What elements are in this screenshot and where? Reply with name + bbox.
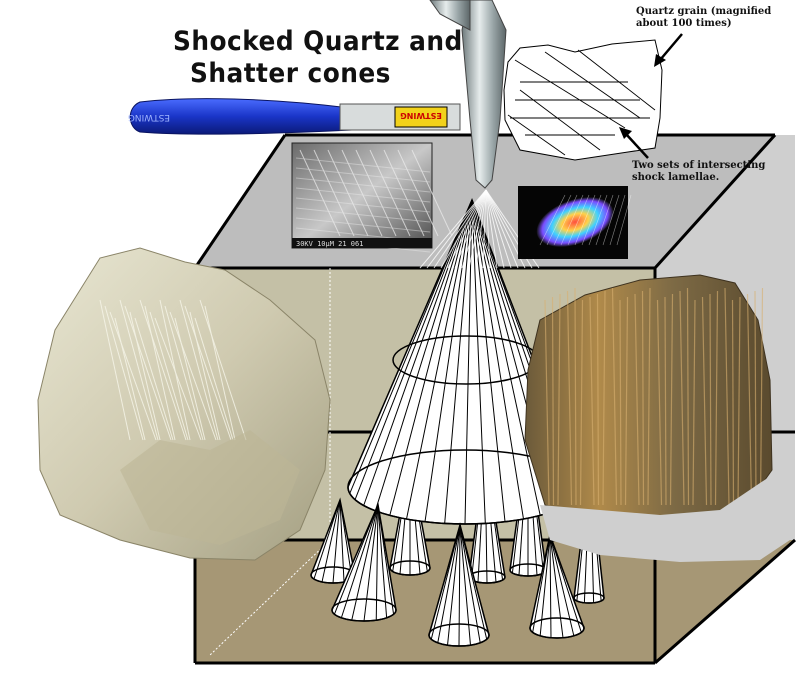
handle-logo: ESTWING — [128, 112, 170, 122]
shatter-cone-icon — [331, 502, 397, 622]
rock-specimen-icon — [524, 274, 790, 562]
polarized-micrograph — [518, 186, 632, 259]
rock-hammer-icon: ESTWING ESTWING — [128, 0, 507, 189]
page-title-line2: Shatter cones — [190, 58, 391, 89]
lamellae-annotation: Two sets of intersecting shock lamellae. — [632, 160, 765, 184]
grain-annotation: Quartz grain (magnified about 100 times) — [636, 6, 771, 30]
lamellae-annotation-line1: Two sets of intersecting — [632, 160, 766, 171]
hammer-head — [461, 0, 507, 189]
sem-caption: 30KV 10µM 21 061 — [296, 240, 363, 248]
arrow-icon — [619, 33, 683, 159]
sem-micrograph: 30KV 10µM 21 061 — [291, 142, 453, 253]
shatter-cone-icon — [529, 532, 585, 639]
shatter-cone-icon — [310, 497, 356, 584]
grain-annotation-line2: about 100 times) — [636, 18, 732, 29]
rock-specimen-icon — [37, 247, 331, 561]
hammer-handle — [129, 98, 353, 135]
brand-label — [394, 106, 448, 128]
lamellae-annotation-line2: shock lamellae. — [632, 172, 720, 183]
shatter-cone-icon — [428, 522, 490, 647]
grain-annotation-line1: Quartz grain (magnified — [636, 6, 772, 17]
page-title-line1: Shocked Quartz and — [173, 26, 463, 57]
quartz-grain-sketch — [503, 39, 663, 161]
shatter-cone-group — [310, 198, 605, 647]
brand-label-text: ESTWING — [400, 111, 442, 120]
